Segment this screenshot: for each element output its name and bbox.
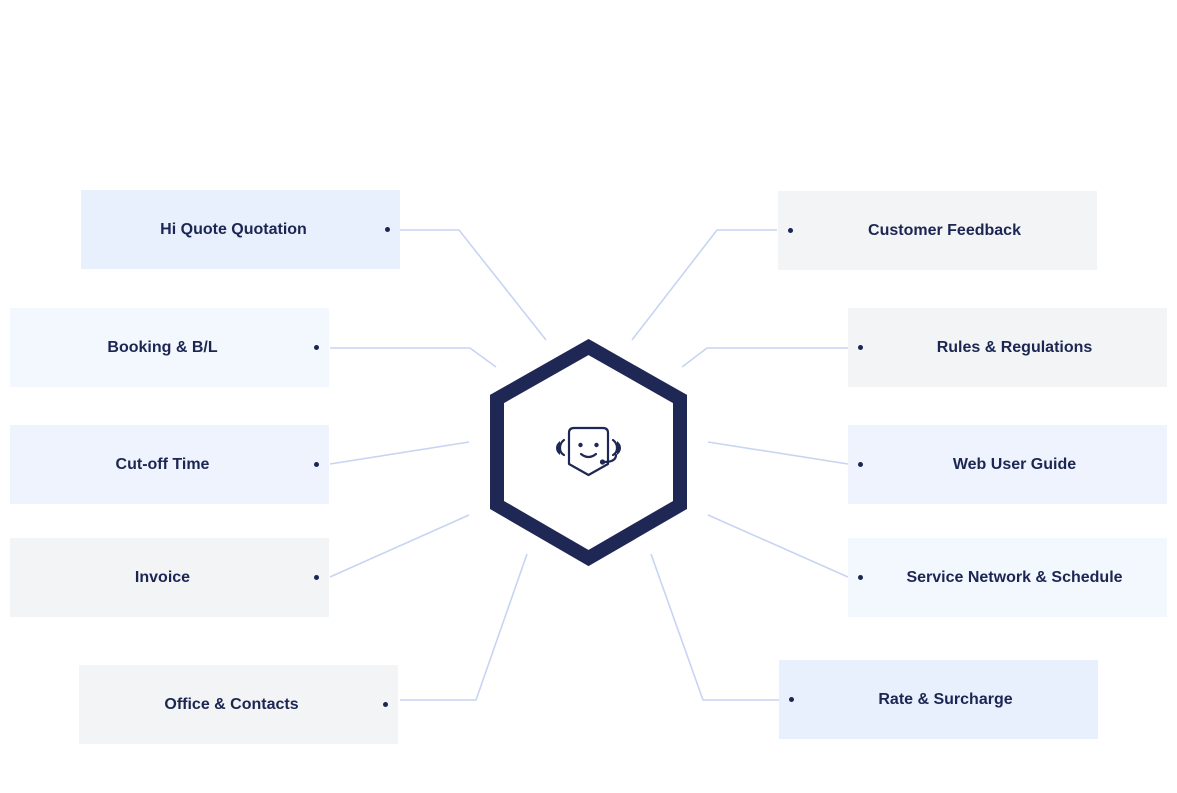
topic-invoice[interactable]: Invoice xyxy=(10,538,329,617)
topic-rules-regulations[interactable]: Rules & Regulations xyxy=(848,308,1167,387)
bullet-dot xyxy=(314,345,319,350)
topic-label: Service Network & Schedule xyxy=(906,568,1123,586)
topic-office-contacts[interactable]: Office & Contacts xyxy=(79,665,398,744)
connector-customer-feedback xyxy=(631,229,777,341)
connector-rules xyxy=(681,347,848,368)
hexagon-shape xyxy=(490,338,687,567)
topic-label: Customer Feedback xyxy=(868,221,1021,239)
topic-label: Cut-off Time xyxy=(115,455,210,473)
topic-cut-off-time[interactable]: Cut-off Time xyxy=(10,425,329,504)
bullet-dot xyxy=(788,228,793,233)
connector-cutoff xyxy=(329,441,470,465)
bullet-dot xyxy=(314,462,319,467)
topic-web-user-guide[interactable]: Web User Guide xyxy=(848,425,1167,504)
bullet-dot xyxy=(314,575,319,580)
topic-label: Office & Contacts xyxy=(164,695,299,713)
icon-details xyxy=(556,441,621,465)
central-hexagon-hub[interactable] xyxy=(486,337,691,569)
topic-rate-surcharge[interactable]: Rate & Surcharge xyxy=(779,660,1098,739)
connector-invoice xyxy=(329,514,470,578)
bullet-dot xyxy=(789,697,794,702)
topic-hi-quote-quotation[interactable]: Hi Quote Quotation xyxy=(81,190,400,269)
topic-label: Rules & Regulations xyxy=(936,338,1093,356)
bullet-dot xyxy=(385,227,390,232)
bullet-dot xyxy=(858,462,863,467)
connector-hi-quote xyxy=(400,229,547,341)
topic-label: Booking & B/L xyxy=(107,338,218,356)
topic-label: Web User Guide xyxy=(952,455,1077,473)
topic-label: Invoice xyxy=(134,568,191,586)
topic-label: Hi Quote Quotation xyxy=(160,220,307,238)
connector-web-guide xyxy=(707,441,849,465)
topic-customer-feedback[interactable]: Customer Feedback xyxy=(778,191,1097,270)
connector-office xyxy=(400,553,528,701)
connector-booking xyxy=(330,347,497,368)
bullet-dot xyxy=(858,345,863,350)
bullet-dot xyxy=(383,702,388,707)
topic-booking-bl[interactable]: Booking & B/L xyxy=(10,308,329,387)
connector-rate xyxy=(650,553,779,701)
topic-service-network-schedule[interactable]: Service Network & Schedule xyxy=(848,538,1167,617)
bullet-dot xyxy=(858,575,863,580)
connector-service-network xyxy=(707,514,849,578)
topic-label: Rate & Surcharge xyxy=(878,690,1013,708)
